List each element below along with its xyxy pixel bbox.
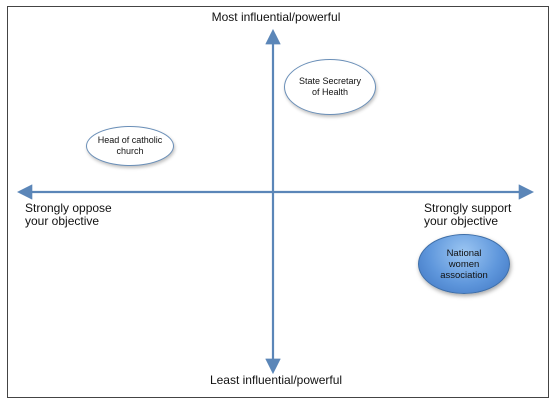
stakeholder-state-secretary-of-health: State Secretary of Health — [284, 59, 376, 115]
axis-label-strongly-support: Strongly support your objective — [424, 201, 512, 228]
stakeholder-label: State Secretary of Health — [298, 76, 362, 97]
stakeholder-national-women-association: National women association — [418, 234, 510, 294]
axis-label-strongly-oppose: Strongly oppose your objective — [25, 201, 112, 228]
stakeholder-head-of-catholic-church: Head of catholic church — [86, 126, 174, 166]
stakeholder-label: National women association — [440, 247, 488, 281]
axis-label-most-influential: Most influential/powerful — [211, 10, 341, 24]
axis-label-least-influential: Least influential/powerful — [209, 373, 343, 387]
stakeholder-label: Head of catholic church — [97, 135, 163, 156]
